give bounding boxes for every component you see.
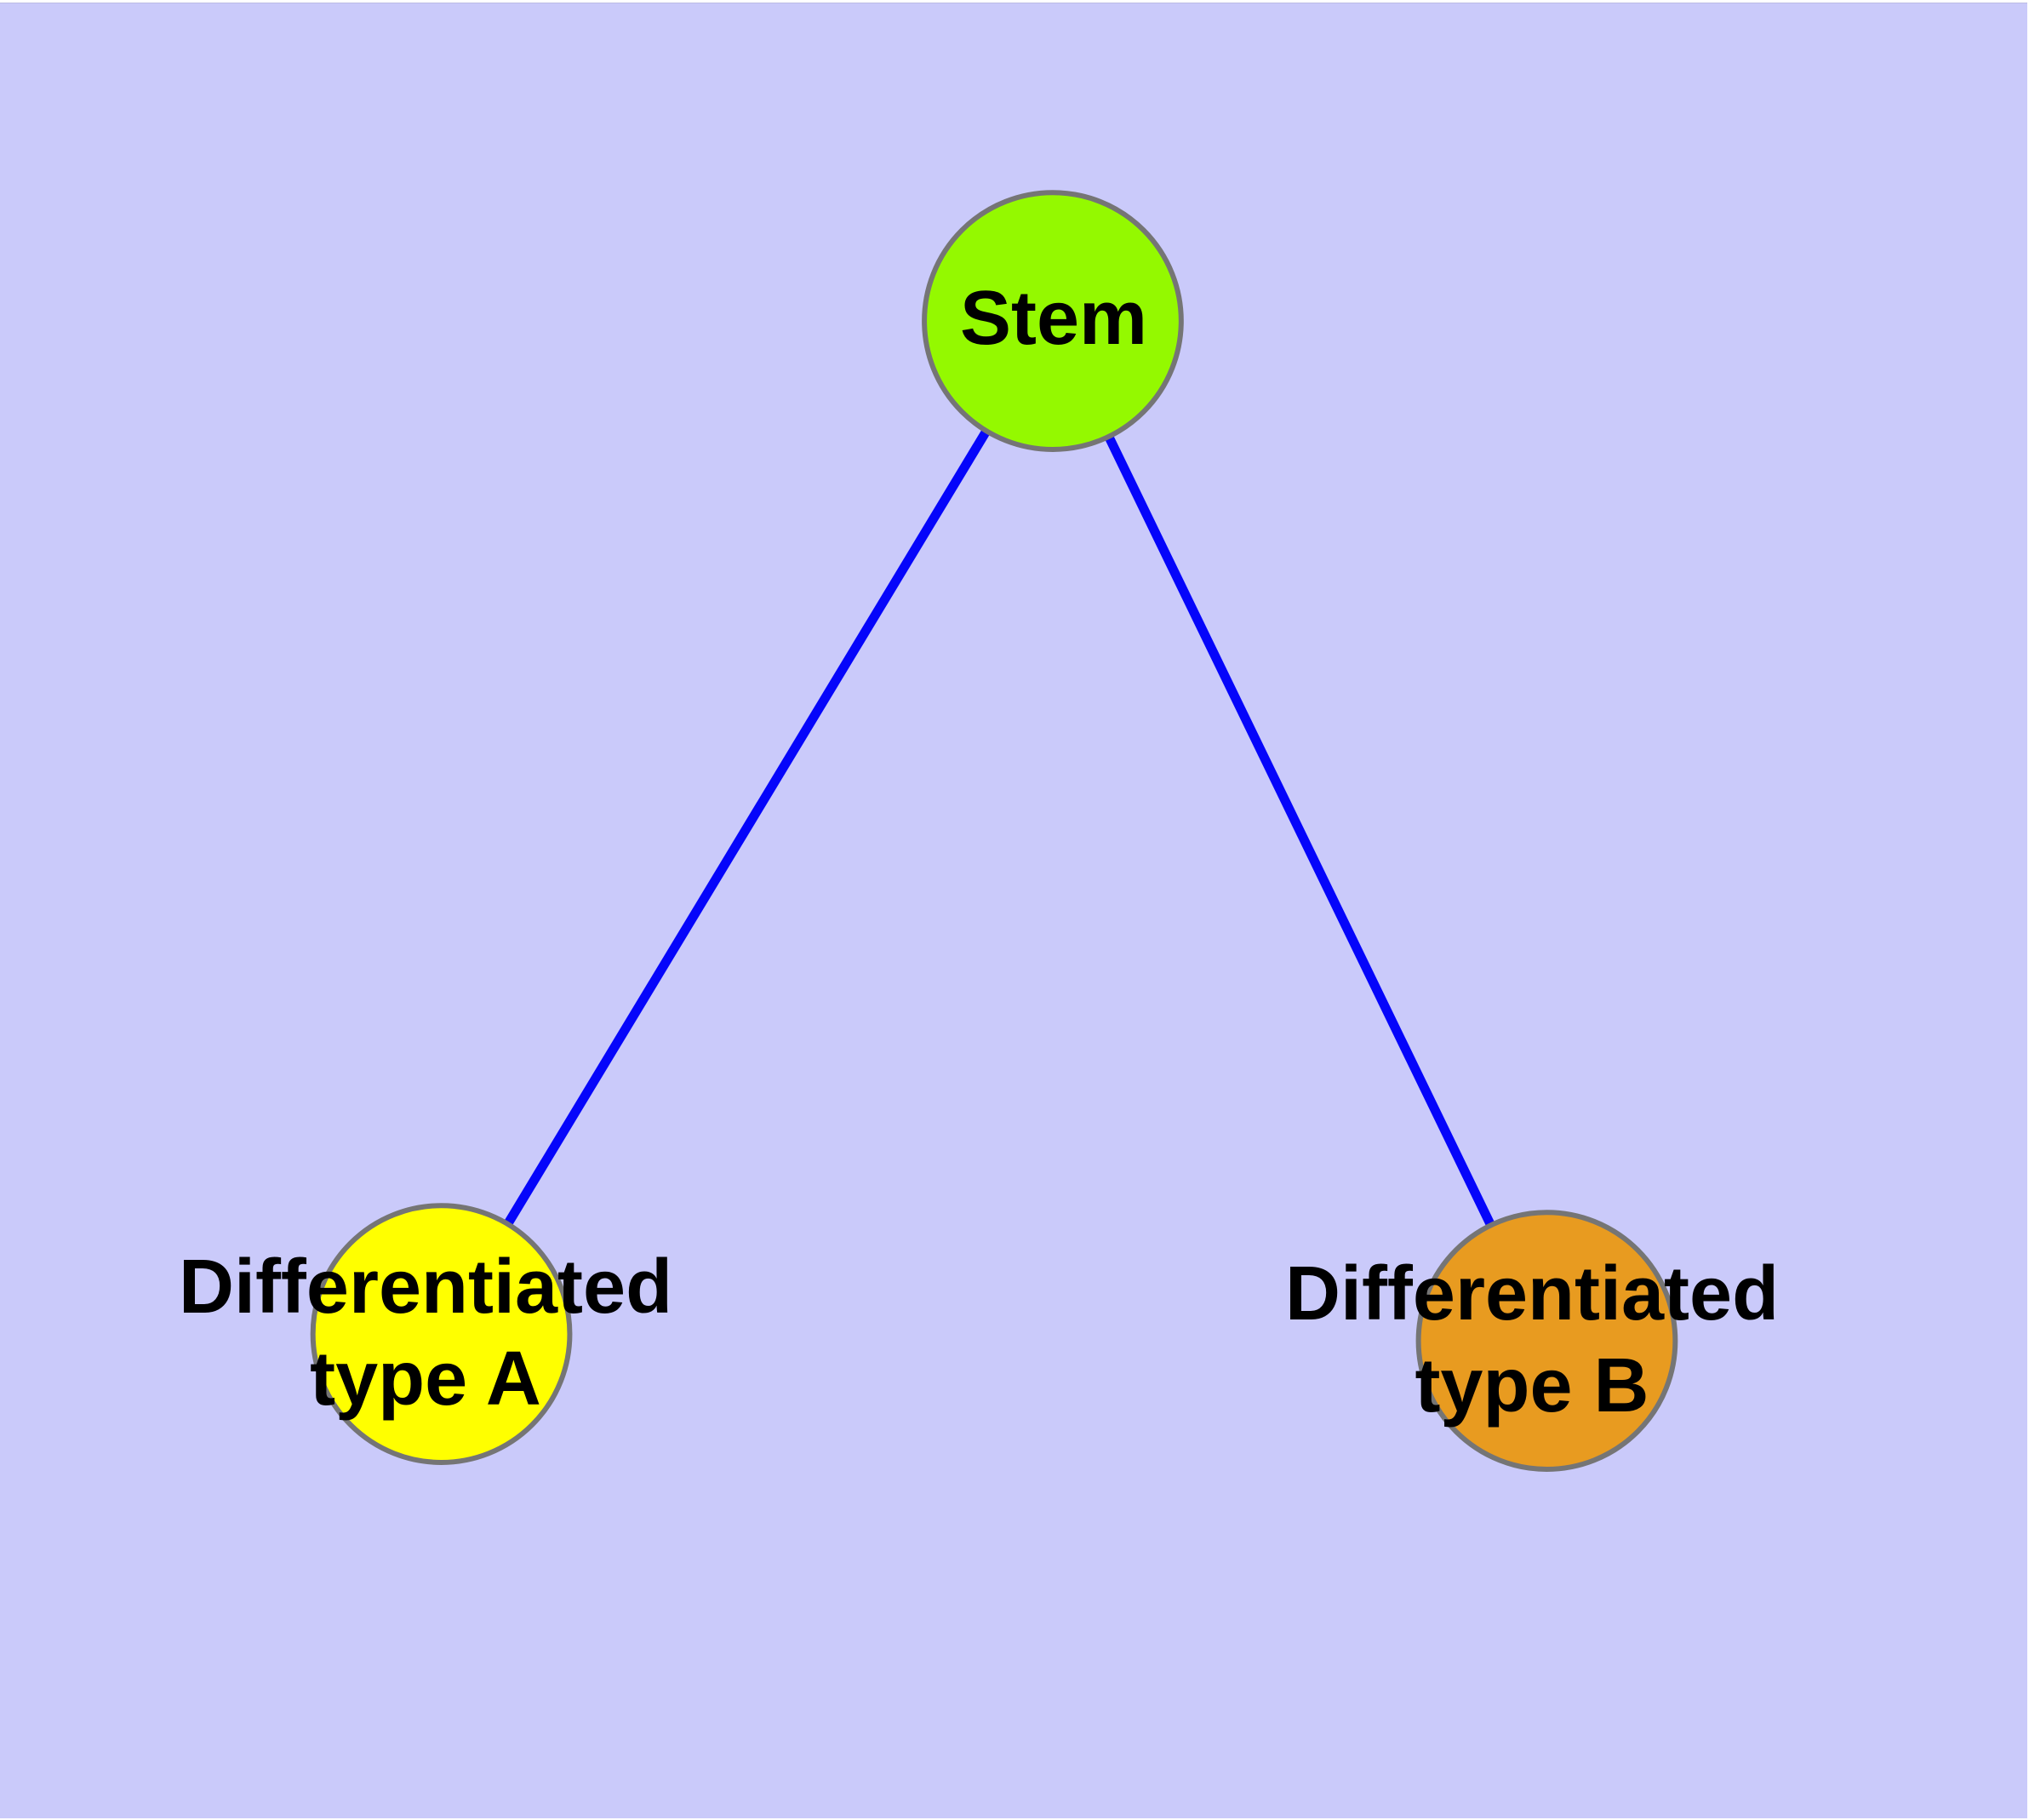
node-differentiated-type-a [310, 1203, 573, 1465]
edge-stem-to-type-b [1049, 318, 1552, 1343]
edges-group [437, 318, 1552, 1343]
differentiated-type-b-node-label: Differentiated type B [1285, 1248, 1779, 1432]
cell-differentiation-graph [310, 190, 1678, 1472]
nodes-group [310, 190, 1678, 1472]
differentiated-type-a-node-label: Differentiated type A [179, 1241, 672, 1425]
node-differentiated-type-b [1415, 1210, 1678, 1472]
differentiated-type-b-label-line2: type B [1415, 1343, 1649, 1428]
stem-node-label: Stem [959, 276, 1148, 361]
node-stem [922, 190, 1184, 452]
edge-stem-to-type-a [437, 318, 1057, 1336]
differentiated-type-a-label-line2: type A [310, 1336, 541, 1422]
diagram-canvas: Stem Differentiated type A Differentiate… [0, 3, 2027, 1818]
differentiated-type-a-label-line1: Differentiated [178, 1245, 673, 1330]
differentiated-type-b-label-line1: Differentiated [1284, 1251, 1780, 1336]
